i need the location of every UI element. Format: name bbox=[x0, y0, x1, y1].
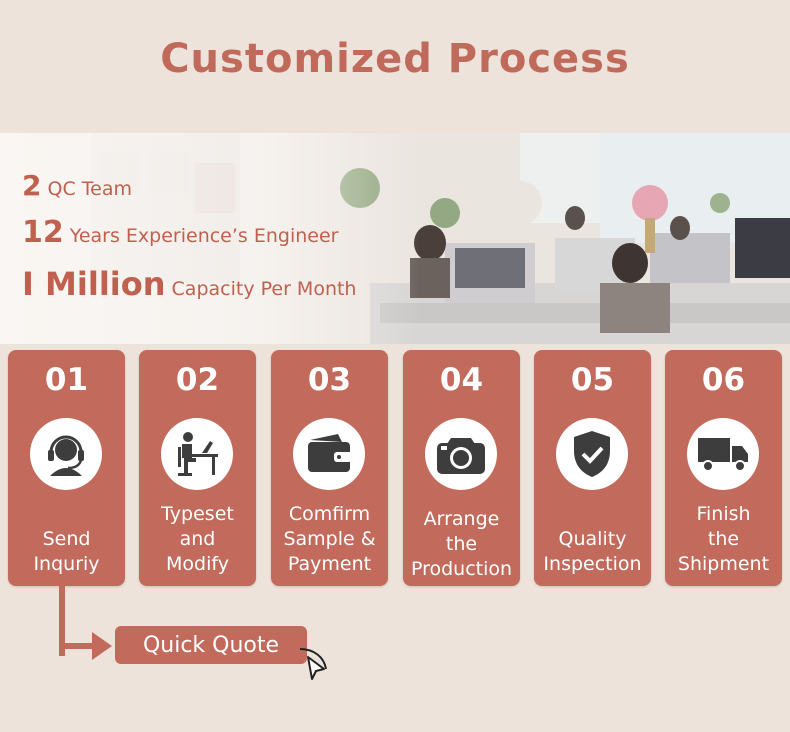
step-number: 03 bbox=[307, 362, 352, 398]
step-number: 05 bbox=[570, 362, 615, 398]
stat-value: I Million bbox=[22, 265, 166, 303]
step-label-line: Send bbox=[42, 528, 91, 550]
step-card-finish-shipment: 06 Finish the Shipment bbox=[665, 350, 782, 586]
stat-value: 2 bbox=[22, 169, 42, 202]
connector-line-vertical bbox=[59, 586, 65, 656]
step-label-line: Comfirm bbox=[288, 503, 371, 525]
designer-desk-icon bbox=[178, 432, 218, 476]
connector-line-horizontal bbox=[59, 643, 99, 649]
stat-text: Capacity Per Month bbox=[171, 278, 357, 300]
step-label: Typeset and Modify bbox=[139, 502, 256, 577]
step-label: Comfirm Sample & Payment bbox=[271, 502, 388, 577]
step-card-arrange-production: 04 Arrange the Production bbox=[403, 350, 520, 586]
step-label-line: Production bbox=[410, 558, 513, 580]
headset-icon bbox=[48, 435, 84, 476]
step-label-line: Finish bbox=[696, 503, 751, 525]
step-label-line: Typeset bbox=[161, 503, 234, 525]
stat-text: Years Experience’s Engineer bbox=[69, 225, 339, 247]
step-label-line: Sample & bbox=[283, 528, 376, 550]
page-title: Customized Process bbox=[160, 36, 630, 82]
step-label-line: Inspection bbox=[543, 553, 642, 575]
icon-circle bbox=[30, 418, 102, 490]
icon-circle bbox=[425, 418, 497, 490]
step-label: Arrange the Production bbox=[403, 507, 520, 582]
wallet-icon bbox=[308, 434, 352, 472]
step-label-line: the bbox=[707, 528, 740, 550]
step-label-line: Inquriy bbox=[33, 553, 100, 575]
step-label-line: Modify bbox=[166, 553, 229, 575]
step-card-typeset: 02 Typeset and Modify bbox=[139, 350, 256, 586]
quick-quote-button[interactable]: Quick Quote bbox=[115, 626, 307, 664]
step-label: Finish the Shipment bbox=[665, 502, 782, 577]
step-number: 01 bbox=[44, 362, 89, 398]
shield-check-icon bbox=[574, 431, 610, 477]
step-label-line: the bbox=[445, 533, 478, 555]
step-label: Send Inquriy bbox=[8, 527, 125, 577]
truck-icon bbox=[698, 438, 748, 472]
step-label-line: Arrange bbox=[423, 508, 500, 530]
step-label-line: and bbox=[179, 528, 216, 550]
stat-text: QC Team bbox=[47, 178, 132, 200]
step-card-quality-inspection: 05 Quality Inspection bbox=[534, 350, 651, 586]
camera-icon bbox=[437, 438, 485, 474]
step-label-line: Quality bbox=[558, 528, 627, 550]
icon-circle bbox=[161, 418, 233, 490]
step-card-confirm-sample: 03 Comfirm Sample & Payment bbox=[271, 350, 388, 586]
arrow-right-icon bbox=[92, 632, 112, 660]
step-label-line: Payment bbox=[287, 553, 372, 575]
icon-circle bbox=[556, 418, 628, 490]
step-card-send-inquiry: 01 Send Inquriy bbox=[8, 350, 125, 586]
stat-value: 12 bbox=[22, 215, 64, 250]
step-number: 06 bbox=[701, 362, 746, 398]
step-number: 04 bbox=[439, 362, 484, 398]
banner-fade bbox=[0, 133, 420, 344]
step-number: 02 bbox=[175, 362, 220, 398]
step-label: Quality Inspection bbox=[534, 527, 651, 577]
step-label-line: Shipment bbox=[677, 553, 770, 575]
pointer-cursor-icon bbox=[299, 648, 327, 680]
icon-circle bbox=[293, 418, 365, 490]
icon-circle bbox=[687, 418, 759, 490]
